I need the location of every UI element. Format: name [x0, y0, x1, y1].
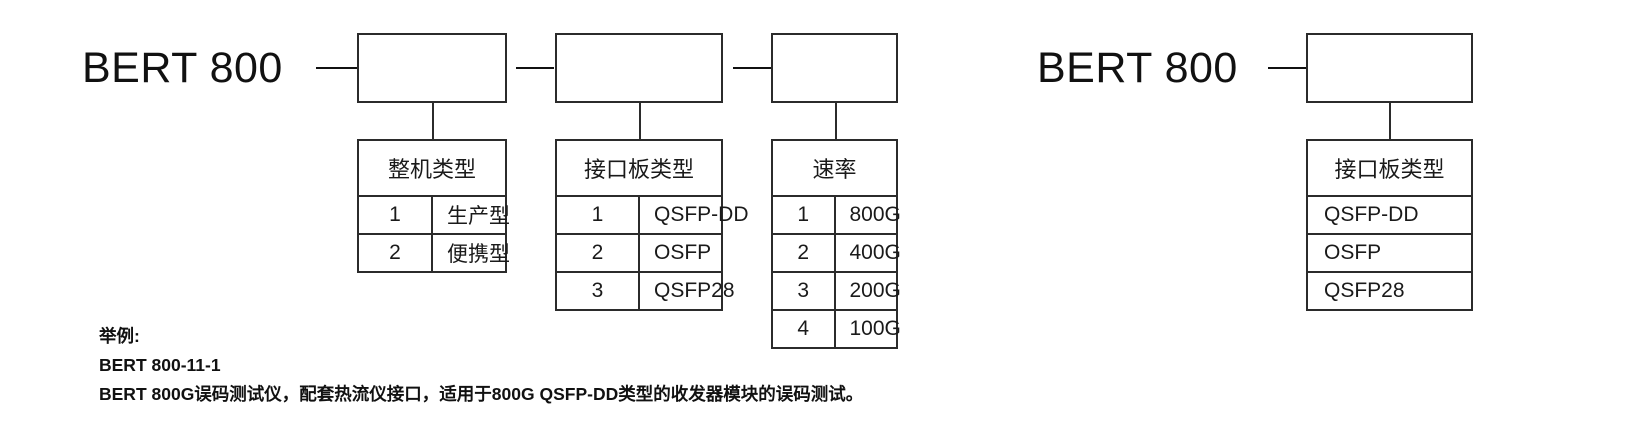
legend-header-label: 速率: [773, 141, 896, 197]
table-row: 1 QSFP-DD: [557, 195, 749, 234]
table-row: 2 OSFP: [557, 233, 721, 272]
row-index: 2: [557, 233, 640, 272]
dash-separator-1: [316, 67, 357, 69]
row-index: 2: [359, 233, 433, 271]
dash-separator-2: [516, 67, 554, 69]
legend-header-row: 速率: [773, 141, 896, 197]
legend-header-label: 整机类型: [359, 141, 505, 197]
connector-interface-board-type: [639, 103, 641, 139]
table-row: OSFP: [1308, 233, 1471, 272]
legend-header-label: 接口板类型: [1308, 141, 1471, 197]
legend-interface-board-type: 接口板类型 1 QSFP-DD 2 OSFP 3 QSFP28: [555, 139, 749, 311]
table-row: 3 200G: [773, 271, 901, 310]
row-index: 2: [773, 233, 836, 272]
row-index: 3: [773, 271, 836, 310]
row-value: QSFP28: [639, 271, 735, 309]
dash-separator-3: [733, 67, 771, 69]
row-value: QSFP28: [1308, 271, 1471, 309]
row-value: 200G: [834, 271, 901, 310]
row-index: 3: [557, 271, 640, 309]
row-index: 1: [359, 195, 433, 234]
product-title-right: BERT 800: [1037, 44, 1238, 92]
legend-header-row: 接口板类型: [1308, 141, 1471, 197]
legend-header-label: 接口板类型: [557, 141, 721, 197]
table-row: 1 生产型: [359, 195, 510, 234]
row-value: QSFP-DD: [639, 195, 749, 234]
product-title-left: BERT 800: [82, 44, 283, 92]
example-label: 举例:: [99, 326, 140, 346]
code-box-interface-board-only[interactable]: [1306, 33, 1473, 103]
row-index: 1: [557, 195, 640, 234]
example-description: BERT 800G误码测试仪，配套热流仪接口，适用于800G QSFP-DD类型…: [99, 384, 864, 404]
legend-speed: 速率 1 800G 2 400G 3 200G 4 100G: [771, 139, 901, 349]
dash-separator-4: [1268, 67, 1306, 69]
table-row: 2 便携型: [359, 233, 510, 271]
table-row: 4 100G: [773, 309, 901, 347]
row-value: 100G: [834, 309, 901, 347]
table-row: 3 QSFP28: [557, 271, 735, 309]
row-value: 生产型: [432, 195, 510, 234]
table-row: 1 800G: [773, 195, 901, 234]
row-value: OSFP: [1308, 233, 1471, 272]
connector-speed: [835, 103, 837, 139]
row-value: QSFP-DD: [1308, 195, 1471, 234]
code-box-interface-board-type[interactable]: [555, 33, 723, 103]
legend-chassis-type: 整机类型 1 生产型 2 便携型: [357, 139, 510, 273]
row-value: 便携型: [432, 233, 510, 271]
table-row: QSFP-DD: [1308, 195, 1471, 234]
row-index: 4: [773, 309, 836, 347]
code-box-chassis-type[interactable]: [357, 33, 507, 103]
table-row: 2 400G: [773, 233, 901, 272]
table-row: QSFP28: [1308, 271, 1471, 309]
row-value: OSFP: [639, 233, 721, 272]
example-block: 举例: BERT 800-11-1 BERT 800G误码测试仪，配套热流仪接口…: [99, 322, 999, 409]
legend-interface-board-only: 接口板类型 QSFP-DD OSFP QSFP28: [1306, 139, 1473, 311]
legend-header-row: 接口板类型: [557, 141, 721, 197]
connector-interface-board-only: [1389, 103, 1391, 139]
row-index: 1: [773, 195, 836, 234]
row-value: 400G: [834, 233, 901, 272]
row-value: 800G: [834, 195, 901, 234]
code-box-speed[interactable]: [771, 33, 898, 103]
legend-header-row: 整机类型: [359, 141, 505, 197]
connector-chassis-type: [432, 103, 434, 139]
example-model-code: BERT 800-11-1: [99, 355, 221, 375]
